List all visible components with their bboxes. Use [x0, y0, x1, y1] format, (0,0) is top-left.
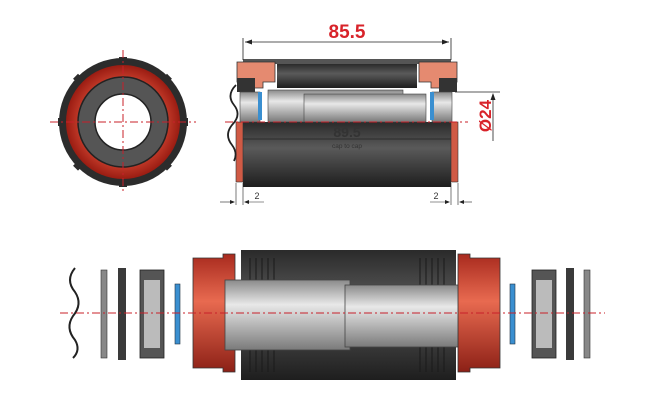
- left-seal: [258, 92, 262, 120]
- left-bearing: [237, 78, 255, 92]
- end-view: [50, 50, 196, 194]
- right-spacer: [583, 269, 591, 359]
- right-seal-exploded: [509, 283, 516, 345]
- wave-washer: [227, 84, 239, 162]
- cap-to-cap-caption: cap to cap: [332, 143, 362, 150]
- shell-wall: [243, 59, 451, 64]
- left-spacer: [100, 269, 108, 359]
- right-cup-edge: [450, 121, 459, 183]
- axle-left-exploded: [224, 279, 351, 351]
- left-cup-edge: [235, 121, 244, 183]
- left-seal-exploded: [174, 283, 181, 345]
- exploded-view: [60, 250, 605, 380]
- right-offset-label: 2: [433, 191, 438, 201]
- axle-right-exploded: [344, 284, 466, 348]
- shell-width-label: 85.5: [329, 22, 366, 43]
- axle-diameter-label: Ø24: [476, 99, 495, 132]
- right-dust-cap: [566, 268, 574, 360]
- assembled-side-view: 85.5 89.5 cap to cap Ø24 2 2: [220, 22, 500, 205]
- right-seal: [430, 92, 434, 120]
- axle-right-section: [303, 93, 427, 123]
- exploded-wave-washer: [68, 267, 80, 359]
- left-offset-label: 2: [254, 191, 259, 201]
- shell-exterior: [243, 122, 451, 187]
- left-dust-cap: [118, 268, 126, 360]
- left-cup-exploded: [192, 253, 236, 373]
- right-bearing: [439, 78, 457, 92]
- cap-to-cap-value: 89.5: [333, 124, 360, 140]
- sleeve-section: [277, 64, 417, 88]
